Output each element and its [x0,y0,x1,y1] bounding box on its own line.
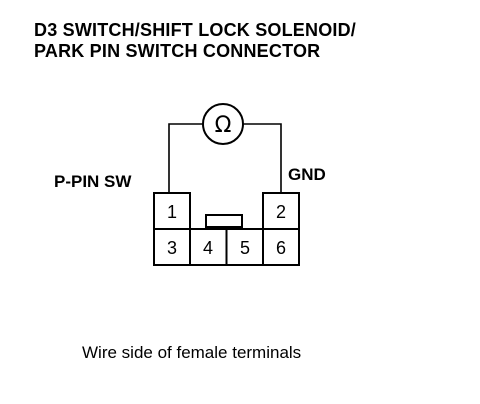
gnd-label: GND [288,165,326,184]
ohmmeter-circle [202,103,244,145]
ohm-symbol: Ω [215,113,232,138]
wire-left [168,123,203,193]
ohmmeter-icon: Ω [202,103,244,145]
pin-4-number: 4 [203,238,213,258]
pin-3-number: 3 [167,238,177,258]
pin-1-number: 1 [167,202,177,222]
p-pin-sw-label: P-PIN SW [54,172,132,191]
title-line-2: PARK PIN SWITCH CONNECTOR [34,41,321,61]
diagram-caption: Wire side of female terminals [82,343,302,362]
pin-6-number: 6 [276,238,286,258]
wire-right [243,123,282,193]
connector-body [153,192,300,266]
pin-2-number: 2 [276,202,286,222]
diagram-title: D3 SWITCH/SHIFT LOCK SOLENOID/ PARK PIN … [34,20,356,62]
pin-5-number: 5 [240,238,250,258]
locking-tab [205,214,243,228]
title-line-1: D3 SWITCH/SHIFT LOCK SOLENOID/ [34,20,357,40]
